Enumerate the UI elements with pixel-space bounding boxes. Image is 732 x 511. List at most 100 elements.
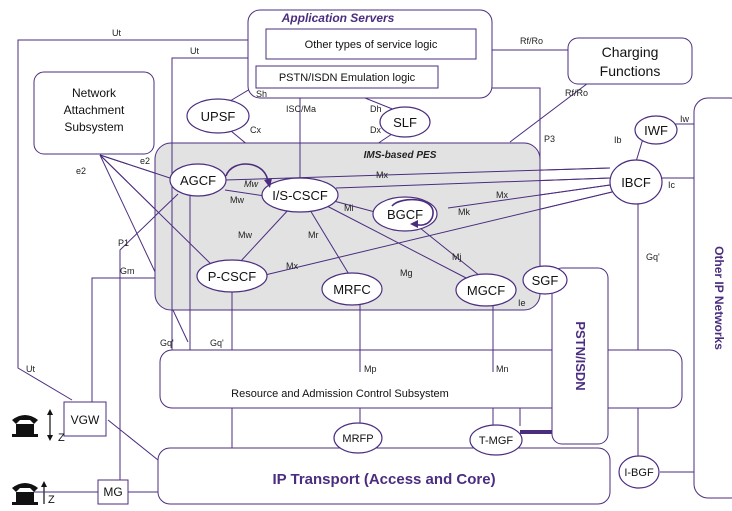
pstn-isdn-box	[551, 267, 609, 445]
z-label-1: Z	[58, 432, 65, 444]
link-ut-outer	[17, 39, 258, 401]
z-arrow-icon	[41, 481, 47, 504]
bgcf-node	[372, 196, 438, 232]
mk-loop-arrowhead	[410, 220, 418, 228]
ifc-mx-3: Mx	[286, 261, 298, 271]
ibgf-node	[618, 455, 660, 489]
ifc-mg: Mg	[400, 268, 413, 278]
ifc-mw-3: Mw	[238, 230, 252, 240]
ifc-mw-2: Mw	[230, 195, 244, 205]
tmgf-label: T-MGF	[479, 435, 513, 447]
slf-node	[379, 106, 431, 138]
vgw-box	[63, 401, 107, 437]
ims-internal-lines	[99, 143, 613, 310]
pcscf-node	[196, 259, 268, 293]
ifc-dh: Dh	[370, 104, 382, 114]
mrfp-node	[333, 422, 383, 454]
ifc-gq-1: Gq'	[160, 338, 174, 348]
iwf-node	[634, 115, 678, 145]
mg-box	[97, 479, 129, 505]
ifc-mi: Mi	[344, 203, 354, 213]
ifc-e2-2: e2	[76, 166, 86, 176]
ifc-iw: Iw	[680, 114, 690, 124]
ifc-ic: Ic	[668, 180, 676, 190]
ifc-rfro-2: Rf/Ro	[565, 88, 588, 98]
upsf-label: UPSF	[201, 109, 236, 124]
pcscf-label: P-CSCF	[208, 269, 256, 284]
ifc-mx-1: Mx	[376, 170, 388, 180]
ifc-gm: Gm	[120, 266, 135, 276]
mw-loop-arrow	[225, 163, 269, 185]
mgcf-label: MGCF	[467, 283, 505, 298]
other-ip-networks-label: Other IP Networks	[712, 246, 726, 350]
pstn-isdn-label: PSTN/ISDN	[573, 321, 588, 390]
other-service-logic-box	[265, 28, 477, 60]
z-label-2: Z	[48, 494, 55, 506]
iscscf-node	[261, 177, 339, 213]
z-arrow-icon	[47, 409, 53, 441]
ifc-mj: Mj	[452, 252, 462, 262]
mw-loop-arrowhead	[264, 178, 272, 188]
charging-label-1: Charging	[602, 44, 659, 60]
other-ip-networks-box	[693, 97, 732, 499]
ifc-ut-2: Ut	[190, 46, 199, 56]
mg-label: MG	[103, 485, 122, 499]
vgw-label: VGW	[71, 413, 100, 427]
other-service-logic-label: Other types of service logic	[305, 39, 438, 51]
ibcf-node	[609, 159, 663, 205]
mrfp-label: MRFP	[342, 433, 373, 445]
ifc-sh: Sh	[256, 89, 267, 99]
nass-label-2: Attachment	[64, 103, 125, 117]
interface-labels: Ut Ut Ut Rf/Ro Rf/Ro Sh ISC/Ma Dh Dx Cx …	[26, 28, 690, 374]
ifc-p1: P1	[118, 238, 129, 248]
ifc-e2-1: e2	[140, 156, 150, 166]
ifc-ut-1: Ut	[112, 28, 121, 38]
pstn-emulation-box	[255, 65, 439, 89]
ifc-gq-3: Gq'	[646, 252, 660, 262]
ip-transport-box	[157, 447, 611, 505]
charging-label-2: Functions	[600, 63, 661, 79]
nass-box	[33, 71, 155, 155]
nodes: UPSF SLF AGCF I/S-CSCF BGCF P-CSCF MRFC …	[169, 98, 678, 489]
charging-functions-box	[567, 37, 693, 85]
mk-loop-arrow	[391, 198, 434, 226]
tmgf-node	[469, 424, 523, 456]
mrfc-label: MRFC	[333, 282, 371, 297]
bgcf-label: BGCF	[387, 207, 423, 222]
ifc-rfro-1: Rf/Ro	[520, 36, 543, 46]
agcf-label: AGCF	[180, 173, 216, 188]
ifc-p3: P3	[544, 134, 555, 144]
nass-label-3: Subsystem	[64, 120, 123, 134]
ibcf-label: IBCF	[621, 175, 651, 190]
ifc-ut-3: Ut	[26, 364, 35, 374]
agcf-node	[169, 163, 227, 197]
ifc-dx: Dx	[370, 125, 381, 135]
ifc-cx: Cx	[250, 125, 261, 135]
link-vgw-transport	[107, 419, 159, 461]
sgf-node	[522, 265, 568, 295]
phone-icon	[12, 483, 38, 505]
sgf-label: SGF	[532, 273, 559, 288]
application-servers-title: Application Servers	[281, 11, 395, 25]
iwf-label: IWF	[644, 123, 668, 138]
upsf-node	[186, 98, 250, 134]
link-e2-racs	[99, 154, 189, 343]
ifc-ie: Ie	[518, 298, 526, 308]
ifc-mn: Mn	[496, 364, 509, 374]
ibgf-label: I-BGF	[624, 467, 654, 479]
ifc-mx-2: Mx	[496, 190, 508, 200]
pstn-emulation-label: PSTN/ISDN Emulation logic	[279, 72, 416, 84]
ifc-mw-1: Mw	[244, 179, 258, 189]
ims-pes-label: IMS-based PES	[364, 150, 437, 161]
ifc-mk: Mk	[458, 207, 470, 217]
ifc-ib: Ib	[614, 135, 622, 145]
nass-label-1: Network	[72, 86, 117, 100]
iscscf-label: I/S-CSCF	[272, 188, 328, 203]
slf-label: SLF	[393, 115, 417, 130]
mgcf-node	[455, 273, 517, 307]
ifc-mr: Mr	[308, 230, 319, 240]
link-rfro-ims	[509, 73, 601, 143]
ifc-mp: Mp	[364, 364, 377, 374]
